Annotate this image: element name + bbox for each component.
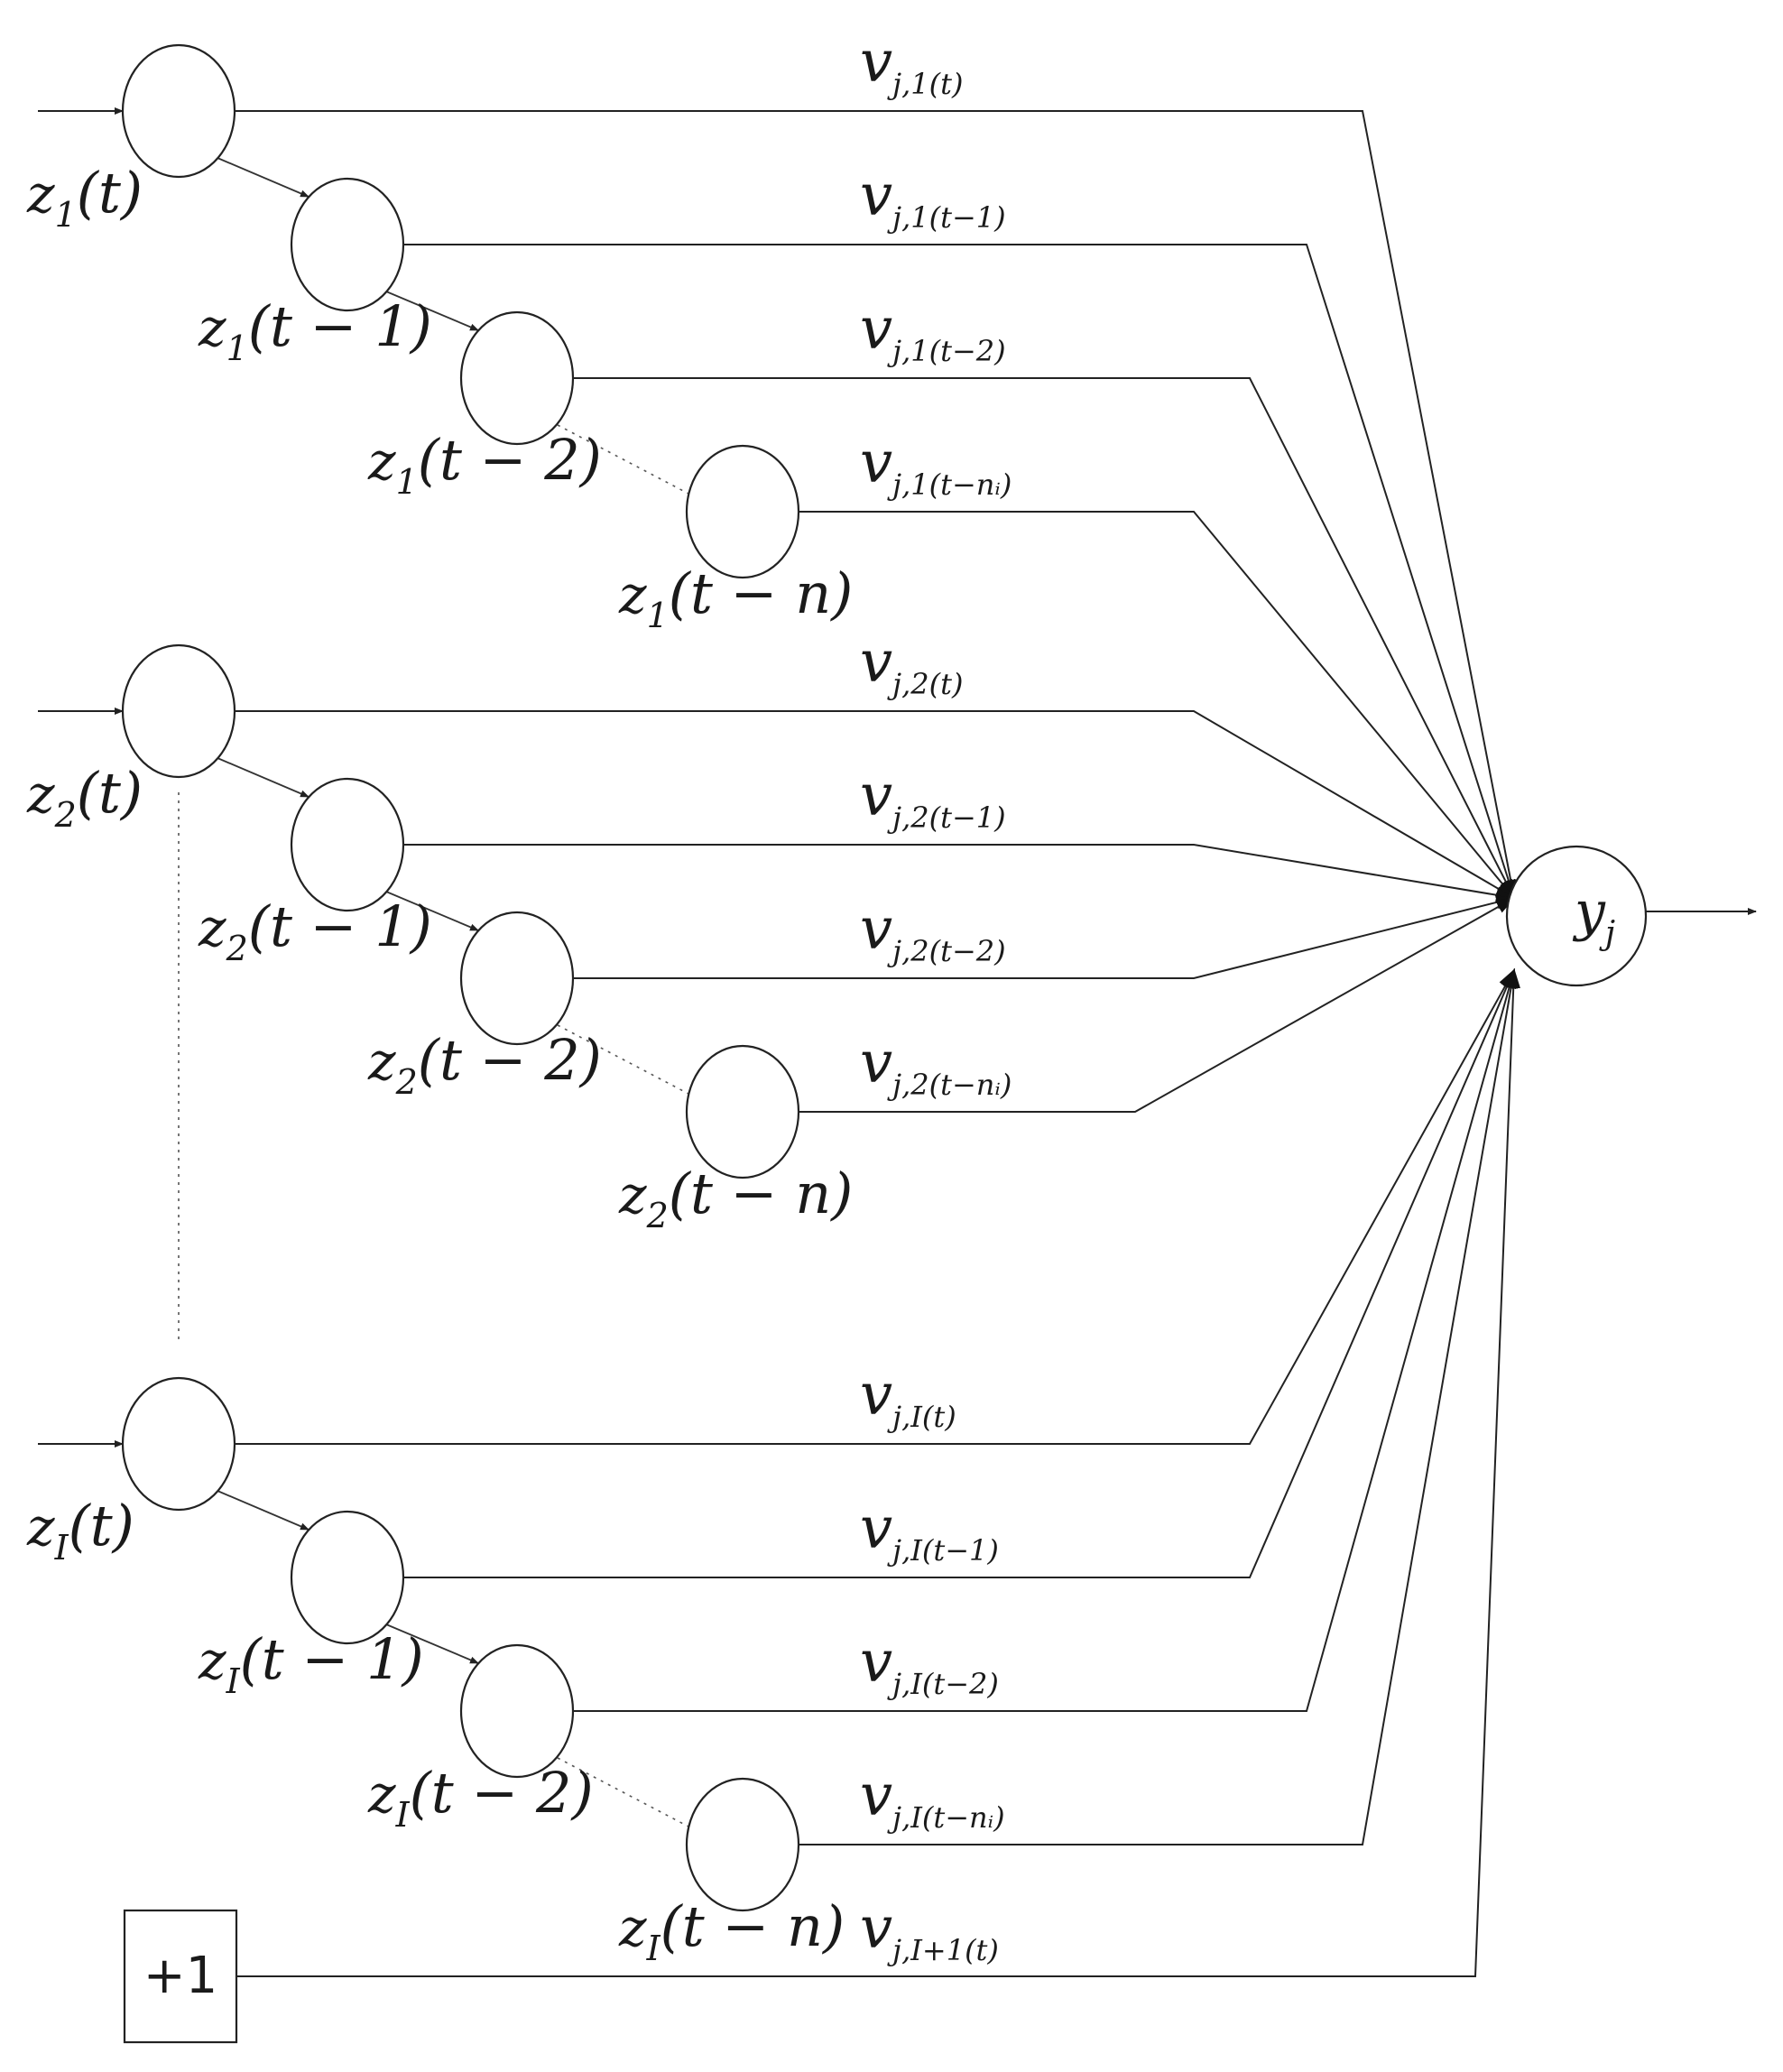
- weight-line-group-3-t: [235, 968, 1516, 1445]
- delay-node-group-1-t-1: [290, 177, 405, 312]
- weight-line-group-1-t-n: [799, 511, 1516, 900]
- delay-link-group-3-1: [217, 1490, 309, 1531]
- delay-node-group-2-t-n: [685, 1044, 800, 1179]
- delay-node-group-3-t-n: [685, 1777, 800, 1912]
- weight-label-group-3-t-ni: vj,I(t−nᵢ): [860, 1762, 1005, 1835]
- tap-label-group-1-t-2: z1(t − 2): [367, 427, 602, 502]
- output-label: yj: [1572, 880, 1615, 952]
- tap-label-group-2-t-1: z2(t − 1): [198, 893, 432, 968]
- tap-label-group-1-t: z1(t): [26, 160, 143, 235]
- weight-label-group-3-t-1: vj,I(t−1): [860, 1495, 999, 1568]
- weight-label-group-2-t: vj,2(t): [860, 629, 963, 701]
- weight-label-bias: vj,I+1(t): [860, 1895, 999, 1967]
- delay-node-group-3-t: [121, 1376, 236, 1512]
- delay-node-group-3-t-2: [459, 1643, 575, 1779]
- delay-node-group-2-t: [121, 643, 236, 779]
- bias-label: +1: [143, 1947, 218, 2005]
- weight-line-bias: [236, 967, 1520, 1977]
- tap-label-group-1-t-n: z1(t − n): [618, 560, 853, 635]
- bias-box: [123, 1909, 238, 2044]
- delay-node-group-2-t-1: [290, 777, 405, 912]
- weight-line-group-1-t: [235, 110, 1518, 901]
- delay-link-group-3-2: [385, 1623, 479, 1664]
- weight-label-group-2-t-1: vj,2(t−1): [860, 763, 1006, 835]
- tap-label-group-2-t-n: z2(t − n): [618, 1161, 853, 1235]
- delay-node-group-2-t-2: [459, 911, 575, 1046]
- weight-label-group-1-t-ni: vj,1(t−nᵢ): [860, 430, 1012, 502]
- delay-link-group-1-2: [385, 291, 479, 331]
- weight-line-group-2-t: [235, 710, 1516, 900]
- delay-node-group-1-t-2: [459, 310, 575, 446]
- weight-line-group-2-t-n: [799, 896, 1516, 1113]
- delay-link-group-2-1: [217, 757, 309, 798]
- delay-node-group-3-t-1: [290, 1510, 405, 1645]
- weight-label-group-1-t-2: vj,1(t−2): [860, 296, 1006, 368]
- tap-label-group-1-t-1: z1(t − 1): [198, 293, 432, 368]
- tap-label-group-3-t-1: zI(t − 1): [198, 1626, 424, 1701]
- tap-label-group-3-t-n: zI(t − n): [618, 1893, 845, 1968]
- weight-label-group-1-t-1: vj,1(t−1): [860, 162, 1006, 235]
- tap-label-group-2-t: z2(t): [26, 760, 143, 835]
- weight-label-group-3-t: vj,I(t): [860, 1362, 956, 1434]
- tap-label-group-3-t-2: zI(t − 2): [367, 1760, 594, 1835]
- labels: z1(t) z1(t − 1) z1(t − 2)z1(t − n) vj,1(t) v…: [26, 29, 1615, 2005]
- delay-link-group-1-1: [217, 157, 309, 198]
- delay-node-group-1-t: [121, 43, 236, 179]
- delay-links: [38, 107, 689, 1827]
- delay-ellipsis-group-3: [557, 1757, 689, 1827]
- delay-link-group-2-2: [385, 891, 479, 931]
- weight-line-group-3-t-1: [403, 967, 1515, 1578]
- weight-label-group-3-t-2: vj,I(t−2): [860, 1629, 999, 1701]
- tap-label-group-3-t: zI(t): [26, 1493, 134, 1568]
- delay-ellipsis-group-1: [557, 424, 689, 495]
- delay-node-group-1-t-n: [685, 444, 800, 579]
- weight-line-group-1-t-1: [403, 244, 1516, 901]
- output-node: [1505, 845, 1648, 987]
- delay-ellipsis-group-2: [557, 1024, 689, 1095]
- weight-line-group-2-t-1: [403, 844, 1517, 902]
- weight-line-group-3-t-2: [573, 967, 1517, 1712]
- nodes: [121, 43, 1648, 2044]
- tap-label-group-2-t-2: z2(t − 2): [367, 1027, 602, 1102]
- weight-connections: [235, 110, 1757, 1977]
- weight-label-group-2-t-2: vj,2(t−2): [860, 896, 1006, 968]
- weight-line-group-3-t-n: [799, 967, 1519, 1845]
- weight-line-group-2-t-2: [573, 895, 1517, 979]
- weight-line-group-1-t-2: [573, 377, 1515, 900]
- weight-label-group-1-t: vj,1(t): [860, 29, 963, 101]
- weight-label-group-2-t-ni: vj,2(t−nᵢ): [860, 1030, 1012, 1102]
